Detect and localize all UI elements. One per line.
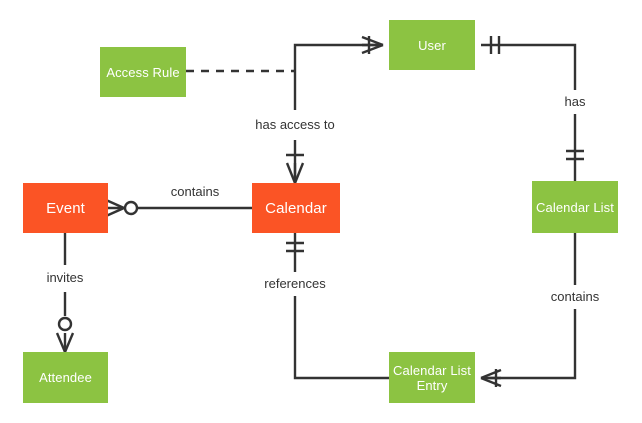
- entity-calendar-list-entry[interactable]: Calendar List Entry: [389, 352, 475, 403]
- edge-user-has-access-to-calendar: [285, 35, 384, 184]
- edge-label-text: contains: [170, 184, 220, 199]
- edge-label-invites: invites: [15, 270, 115, 285]
- entity-label: Attendee: [39, 370, 92, 385]
- edge-calendar-list-contains-entry: [480, 233, 577, 388]
- edge-label-text: contains: [550, 289, 600, 304]
- edge-label-contains-list-entry: contains: [525, 289, 625, 304]
- edge-label-text: references: [264, 276, 326, 291]
- edge-label-references: references: [215, 276, 375, 291]
- entity-label: Access Rule: [106, 64, 180, 80]
- entity-user[interactable]: User: [389, 20, 475, 70]
- edge-event-contains-calendar: [105, 198, 252, 218]
- entity-attendee[interactable]: Attendee: [23, 352, 108, 403]
- edge-calendar-references-entry: [286, 233, 389, 380]
- edge-user-has-calendar-list: [481, 36, 584, 181]
- edge-label-contains-event-calendar: contains: [145, 184, 245, 199]
- entity-calendar-list[interactable]: Calendar List: [532, 181, 618, 233]
- entity-label: Calendar: [265, 199, 327, 217]
- entity-event[interactable]: Event: [23, 183, 108, 233]
- entity-label: Calendar List Entry: [393, 362, 471, 393]
- edge-label-text: has access to: [255, 117, 335, 132]
- entity-label: Event: [46, 199, 85, 217]
- edge-label-text: invites: [46, 270, 84, 285]
- entity-calendar[interactable]: Calendar: [252, 183, 340, 233]
- entity-label: User: [418, 37, 446, 53]
- edge-event-invites-attendee: [55, 233, 75, 353]
- entity-label: Calendar List: [536, 199, 614, 215]
- edge-label-text: has: [564, 94, 586, 109]
- edge-label-has: has: [525, 94, 625, 109]
- edge-label-has-access-to: has access to: [195, 117, 395, 132]
- entity-access-rule[interactable]: Access Rule: [100, 47, 186, 97]
